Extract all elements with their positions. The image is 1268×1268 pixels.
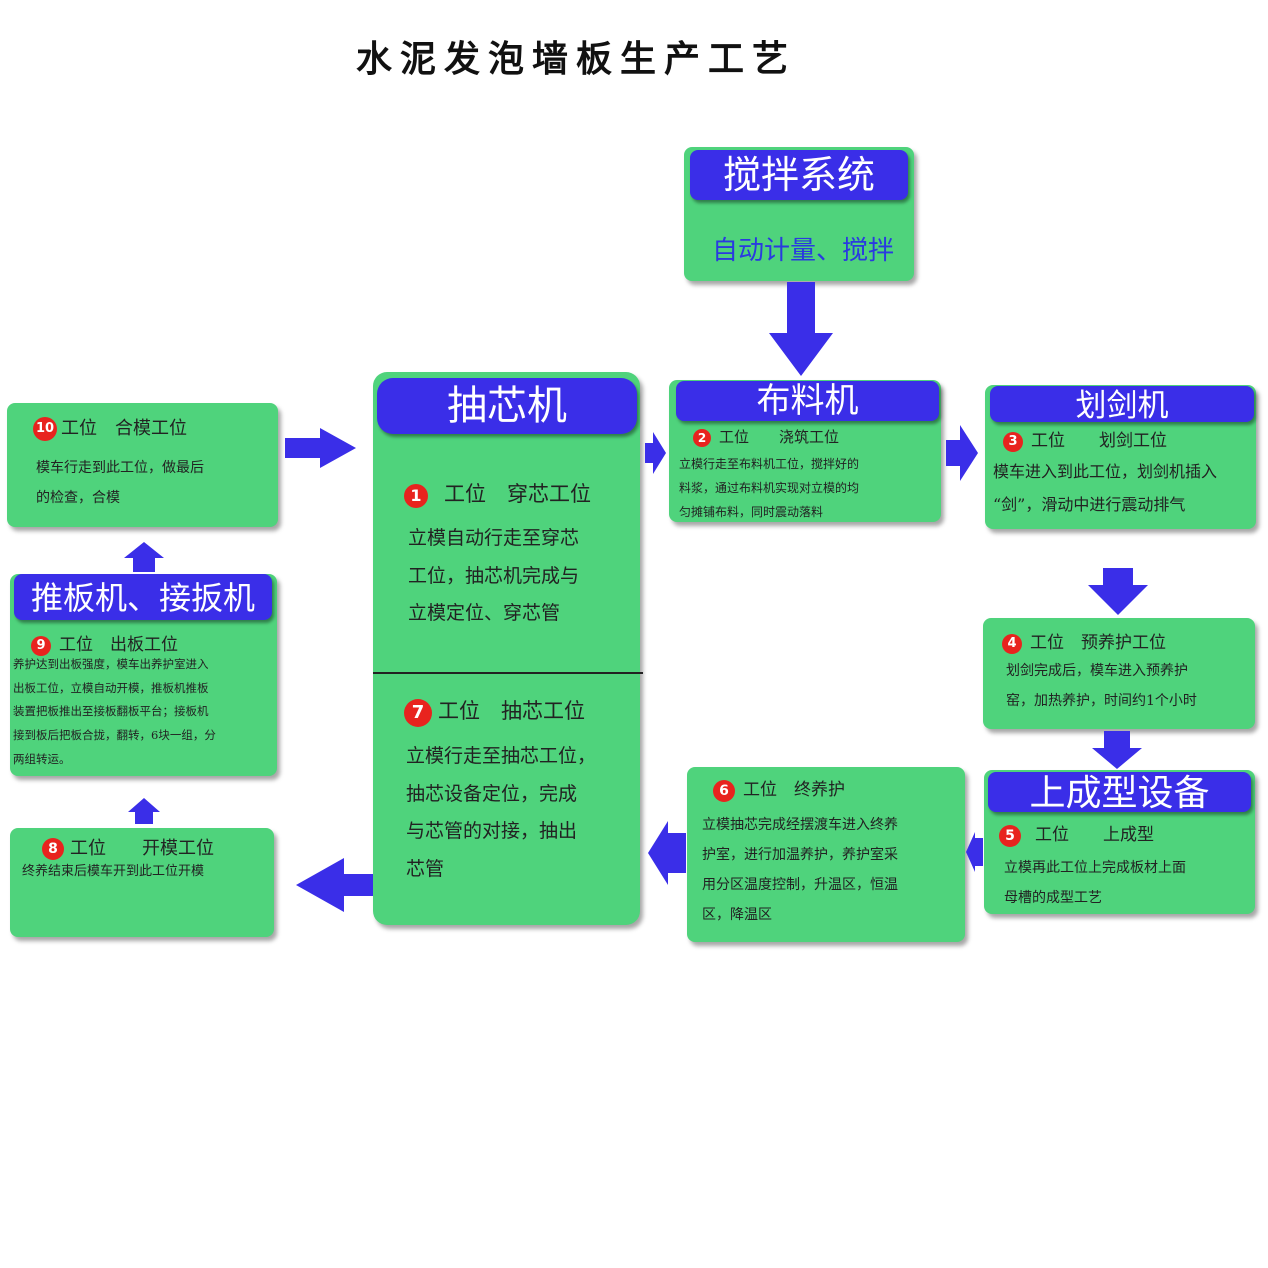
station-9-desc: 养护达到出板强度，模车出养护室进入 出板工位，立模自动开模，推板机推板 装置把板… bbox=[13, 653, 216, 772]
number-badge-6: 6 bbox=[713, 779, 735, 802]
station-7-line: 芯管 bbox=[406, 857, 445, 880]
station-7-line: 与芯管的对接，抽出 bbox=[406, 820, 578, 842]
arrow-sword-to-precuring bbox=[1088, 568, 1148, 615]
number-badge-4: 4 bbox=[1002, 633, 1022, 654]
station-9-line: 出板工位，立模自动开模，推板机推板 bbox=[13, 680, 209, 695]
number-badge-3: 3 bbox=[1003, 431, 1023, 452]
station-6-label: 工位 终养护 bbox=[743, 780, 845, 800]
arrow-core-to-opening bbox=[296, 858, 373, 912]
station-1-title: 1 工位 穿芯工位 bbox=[404, 478, 591, 508]
station-10-line: 模车行走到此工位，做最后 bbox=[36, 460, 204, 476]
station-7-label: 工位 抽芯工位 bbox=[438, 699, 585, 723]
station-6-line: 用分区温度控制，升温区，恒温 bbox=[702, 877, 898, 893]
station-10-desc: 模车行走到此工位，做最后 的检查，合模 bbox=[36, 453, 204, 513]
pre-curing-box bbox=[983, 618, 1255, 729]
distributor-header: 布料机 bbox=[676, 381, 939, 421]
station-3-line: “剑”，滑动中进行震动排气 bbox=[993, 495, 1186, 514]
station-3-desc: 模车进入到此工位，划剑机插入 “剑”，滑动中进行震动排气 bbox=[993, 455, 1217, 521]
arrow-forming-to-final bbox=[966, 832, 983, 872]
station-4-line: 窑，加热养护，时间约1个小时 bbox=[1006, 693, 1197, 709]
station-7-line: 抽芯设备定位，完成 bbox=[406, 782, 578, 805]
station-8-title: 8 工位 开模工位 bbox=[42, 834, 214, 860]
station-6-line: 区，降温区 bbox=[702, 907, 772, 923]
number-badge-10: 10 bbox=[33, 417, 57, 441]
core-puller-divider bbox=[373, 672, 643, 674]
station-4-title: 4 工位 预养护工位 bbox=[1002, 628, 1166, 654]
station-6-line: 护室，进行加温养护，养护室采 bbox=[702, 847, 898, 863]
station-2-title: 2 工位 浇筑工位 bbox=[693, 426, 839, 447]
upper-forming-header: 上成型设备 bbox=[988, 772, 1251, 814]
arrow-closing-to-core bbox=[285, 428, 356, 468]
station-9-line: 养护达到出板强度，模车出养护室进入 bbox=[13, 657, 209, 671]
station-10-label: 工位 合模工位 bbox=[61, 418, 187, 439]
station-8-line: 终养结束后模车开到此工位开模 bbox=[22, 864, 205, 879]
number-badge-5: 5 bbox=[999, 824, 1021, 847]
station-1-line: 工位，抽芯机完成与 bbox=[408, 564, 580, 587]
station-9-line: 两组转运。 bbox=[13, 751, 71, 766]
station-3-title: 3 工位 划剑工位 bbox=[1003, 426, 1167, 452]
station-6-title: 6 工位 终养护 bbox=[713, 775, 845, 802]
station-9-label: 工位 出板工位 bbox=[59, 635, 178, 655]
number-badge-2: 2 bbox=[693, 429, 711, 447]
arrow-distributor-to-sword bbox=[946, 425, 978, 481]
station-5-title: 5 工位 上成型 bbox=[999, 820, 1154, 847]
station-5-line: 母槽的成型工艺 bbox=[1004, 890, 1102, 906]
station-6-line: 立模抽芯完成经摆渡车进入终养 bbox=[702, 817, 898, 833]
station-8-label: 工位 开模工位 bbox=[70, 838, 214, 859]
arrow-core-to-distributor bbox=[645, 432, 666, 474]
station-7-desc: 立模行走至抽芯工位， 抽芯设备定位，完成 与芯管的对接，抽出 芯管 bbox=[406, 738, 596, 888]
station-3-line: 模车进入到此工位，划剑机插入 bbox=[993, 462, 1218, 481]
station-2-line: 匀摊铺布料，同时震动落料 bbox=[679, 505, 824, 519]
station-8-desc: 终养结束后模车开到此工位开模 bbox=[22, 862, 204, 882]
station-1-line: 立模定位、穿芯管 bbox=[408, 602, 561, 624]
number-badge-9: 9 bbox=[31, 635, 51, 656]
mixing-system-header: 搅拌系统 bbox=[690, 150, 908, 200]
station-9-title: 9 工位 出板工位 bbox=[31, 630, 178, 656]
station-1-desc: 立模自动行走至穿芯 工位，抽芯机完成与 立模定位、穿芯管 bbox=[408, 520, 579, 633]
station-7-line: 立模行走至抽芯工位， bbox=[406, 745, 597, 767]
station-10-line: 的检查，合模 bbox=[36, 490, 120, 506]
station-5-label: 工位 上成型 bbox=[1035, 825, 1154, 845]
page-title: 水泥发泡墙板生产工艺 bbox=[356, 39, 797, 80]
station-6-desc: 立模抽芯完成经摆渡车进入终养 护室，进行加温养护，养护室采 用分区温度控制，升温… bbox=[702, 810, 898, 930]
station-2-label: 工位 浇筑工位 bbox=[719, 428, 840, 446]
station-9-line: 装置把板推出至接板翻板平台；接板机 bbox=[13, 704, 209, 719]
arrow-opening-to-push bbox=[128, 798, 160, 824]
station-3-label: 工位 划剑工位 bbox=[1031, 431, 1167, 451]
station-4-desc: 划剑完成后，模车进入预养护 窑，加热养护，时间约1个小时 bbox=[1006, 656, 1197, 716]
station-4-line: 划剑完成后，模车进入预养护 bbox=[1006, 663, 1188, 679]
push-receive-header: 推板机、接扳机 bbox=[14, 574, 272, 620]
station-4-label: 工位 预养护工位 bbox=[1030, 633, 1166, 653]
number-badge-1: 1 bbox=[404, 483, 428, 508]
number-badge-7: 7 bbox=[404, 698, 432, 727]
mixing-system-subtitle: 自动计量、搅拌 bbox=[712, 236, 895, 266]
station-5-desc: 立模再此工位上完成板材上面 母槽的成型工艺 bbox=[1004, 853, 1186, 913]
station-2-desc: 立模行走至布料机工位，搅拌好的 料浆，通过布料机实现对立模的均 匀摊铺布料，同时… bbox=[679, 452, 859, 524]
arrow-mixing-to-distributor bbox=[769, 282, 833, 376]
station-2-line: 立模行走至布料机工位，搅拌好的 bbox=[679, 457, 860, 471]
arrow-push-to-closing bbox=[124, 542, 164, 572]
arrow-final-to-core bbox=[648, 821, 686, 885]
core-puller-box bbox=[373, 372, 640, 925]
core-puller-header: 抽芯机 bbox=[377, 378, 637, 434]
station-2-line: 料浆，通过布料机实现对立模的均 bbox=[679, 481, 860, 495]
station-9-line: 接到板后把板合拢，翻转，6块一组，分 bbox=[13, 728, 216, 743]
station-1-label: 工位 穿芯工位 bbox=[444, 482, 591, 506]
station-1-line: 立模自动行走至穿芯 bbox=[408, 527, 580, 549]
arrow-precuring-to-forming bbox=[1092, 731, 1142, 769]
sword-machine-header: 划剑机 bbox=[990, 386, 1254, 424]
station-5-line: 立模再此工位上完成板材上面 bbox=[1004, 860, 1186, 876]
number-badge-8: 8 bbox=[42, 838, 64, 860]
